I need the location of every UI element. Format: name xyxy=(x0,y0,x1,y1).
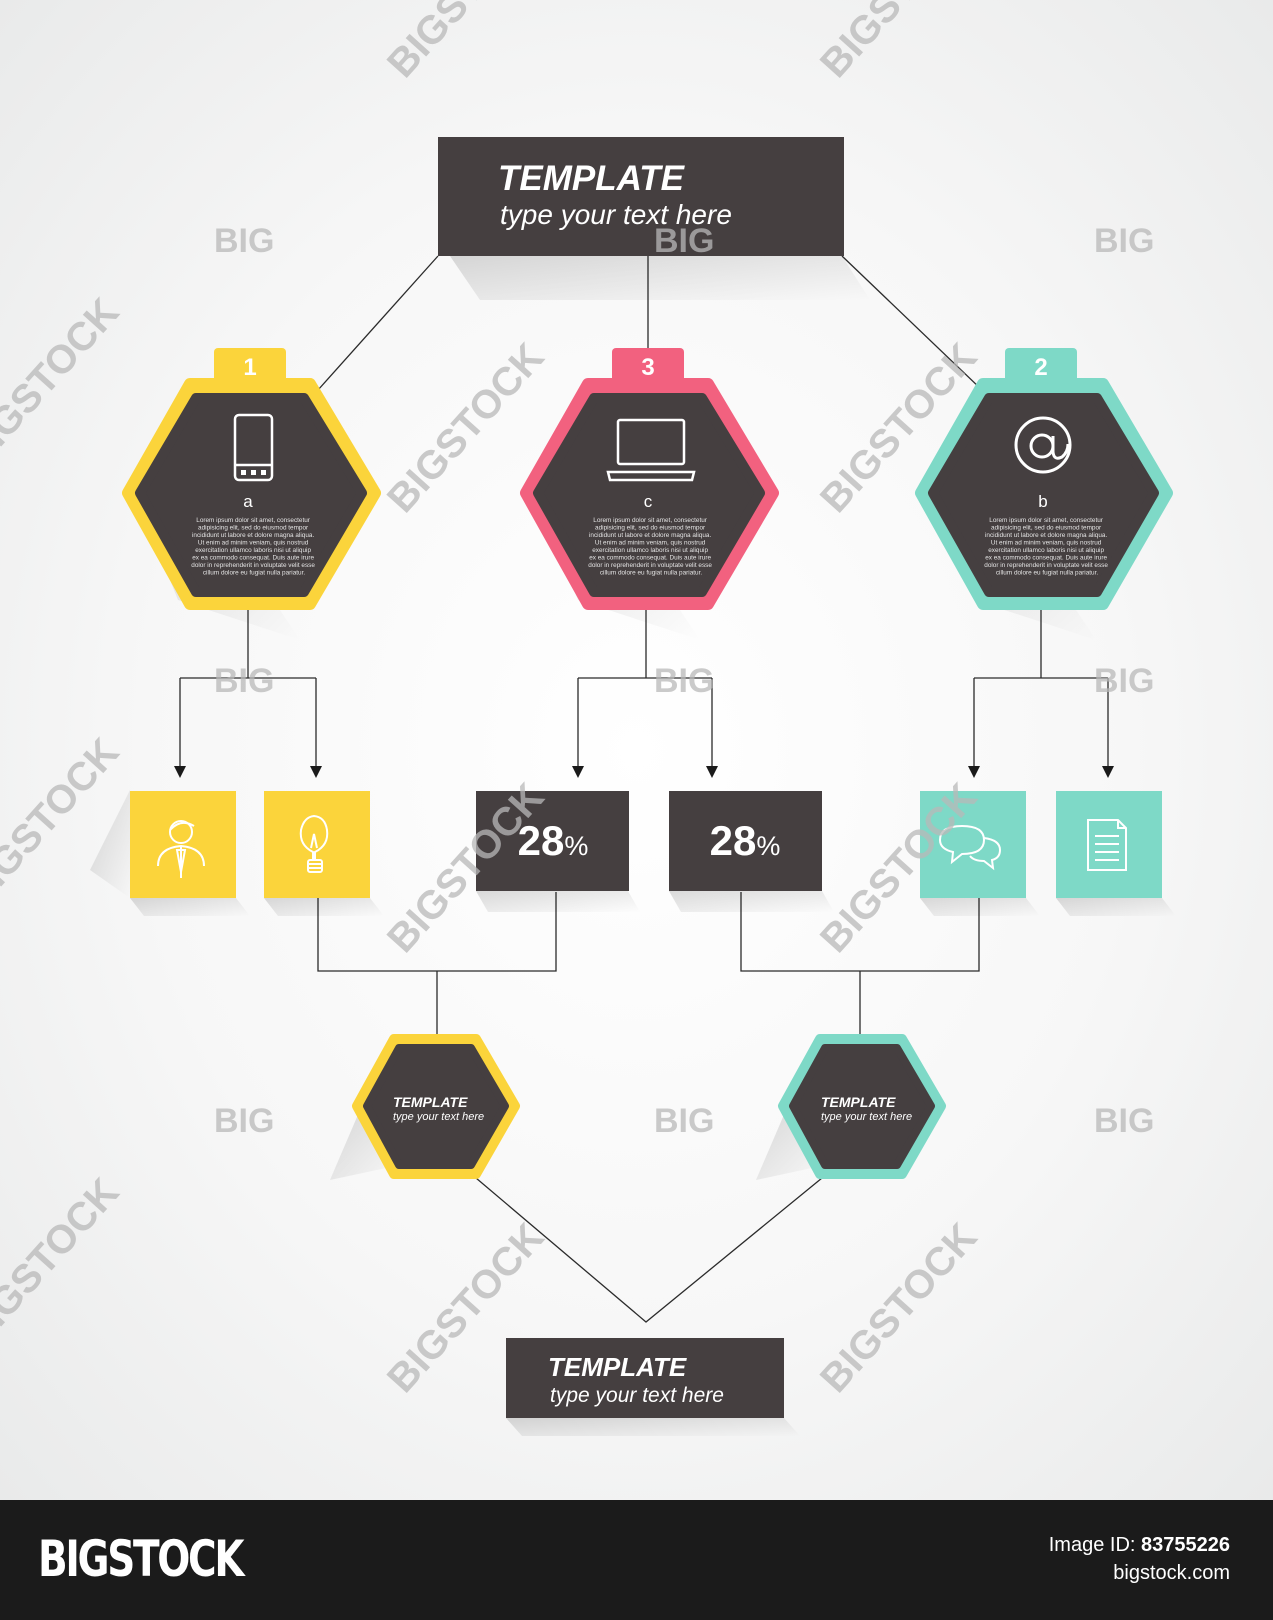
node-letter: b xyxy=(1038,492,1047,511)
top-box-subtitle: type your text here xyxy=(500,199,732,230)
smartphone-icon xyxy=(233,413,274,482)
watermark-big: BIG xyxy=(214,1102,274,1140)
percent-value: 28 xyxy=(518,817,565,864)
watermark-big: BIG xyxy=(654,222,714,260)
flowchart-canvas: TEMPLATE type your text here 1 a Lorem i… xyxy=(0,0,1273,1500)
bottom-box-title: TEMPLATE xyxy=(548,1352,687,1382)
watermark-big: BIG xyxy=(214,662,274,700)
businessman-icon xyxy=(157,820,205,878)
top-template-box: TEMPLATE type your text here xyxy=(438,137,870,300)
tile-percent-2: 28% xyxy=(669,791,834,912)
bottom-template-box: TEMPLATE type your text here xyxy=(506,1338,800,1436)
node-number-badge: 2 xyxy=(1034,354,1047,381)
at-sign-icon xyxy=(1014,416,1072,474)
small-hex-subtitle: type your text here xyxy=(393,1111,484,1123)
hexagon-node-3: 3 c Lorem ipsum dolor sit amet, consecte… xyxy=(520,348,779,640)
node-number-badge: 1 xyxy=(243,354,256,381)
node-number-badge: 3 xyxy=(641,354,654,381)
small-hex-title: TEMPLATE xyxy=(393,1094,468,1110)
watermark-big: BIG xyxy=(214,222,274,260)
hexagon-node-1: 1 a Lorem ipsum dolor sit amet, consecte… xyxy=(122,348,381,640)
svg-text:28%: 28% xyxy=(518,817,589,864)
footer-bar: BIGSTOCK Image ID: 83755226 bigstock.com xyxy=(0,1500,1273,1620)
node-body-text: Lorem ipsum dolor sit amet, consectetur … xyxy=(191,517,316,577)
bigstock-logo: BIGSTOCK xyxy=(38,1530,245,1588)
node-letter: c xyxy=(644,492,653,511)
node-body-text: Lorem ipsum dolor sit amet, consectetur … xyxy=(984,517,1109,577)
site-link[interactable]: bigstock.com xyxy=(1113,1562,1230,1584)
arrowheads xyxy=(174,766,1114,778)
percent-unit: % xyxy=(564,831,588,861)
document-icon xyxy=(1087,819,1127,871)
watermark-big: BIG xyxy=(654,662,714,700)
watermark-big: BIG xyxy=(1094,222,1154,260)
watermark-bigstock: BIGSTOCK xyxy=(379,0,553,86)
watermark-bigstock: BIGSTOCK xyxy=(812,1215,986,1401)
watermark-bigstock: BIGSTOCK xyxy=(0,730,128,916)
watermark-big: BIG xyxy=(1094,662,1154,700)
flowchart-diagram: TEMPLATE type your text here 1 a Lorem i… xyxy=(0,0,1176,1436)
percent-unit: % xyxy=(756,831,780,861)
tile-chat xyxy=(920,791,1040,916)
watermark-bigstock: BIGSTOCK xyxy=(812,0,986,86)
tile-businessman xyxy=(90,790,250,916)
node-letter: a xyxy=(243,492,253,511)
tile-percent-1: 28% xyxy=(476,791,640,912)
small-hexagon-right: TEMPLATE type your text here xyxy=(756,1034,946,1180)
laptop-icon xyxy=(606,418,696,482)
watermark-big: BIG xyxy=(654,1102,714,1140)
small-hex-subtitle: type your text here xyxy=(821,1111,912,1123)
top-box-title: TEMPLATE xyxy=(498,159,686,198)
image-id-label: Image ID: xyxy=(1048,1534,1136,1556)
watermark-bigstock: BIGSTOCK xyxy=(0,1170,128,1356)
tile-lightbulb xyxy=(264,791,384,916)
small-hex-title: TEMPLATE xyxy=(821,1094,896,1110)
bottom-box-subtitle: type your text here xyxy=(550,1384,724,1407)
watermark-big: BIG xyxy=(1094,1102,1154,1140)
percent-value: 28 xyxy=(710,817,757,864)
tile-document xyxy=(1056,791,1176,916)
svg-text:28%: 28% xyxy=(710,817,781,864)
image-id-value: 83755226 xyxy=(1141,1534,1230,1556)
node-body-text: Lorem ipsum dolor sit amet, consectetur … xyxy=(588,517,713,577)
watermark-bigstock: BIGSTOCK xyxy=(0,290,128,476)
hexagon-node-2: 2 b Lorem ipsum dolor sit amet, consecte… xyxy=(915,348,1173,640)
chat-bubbles-icon xyxy=(938,824,1002,871)
small-hexagon-left: TEMPLATE type your text here xyxy=(330,1034,520,1180)
image-id: Image ID: 83755226 xyxy=(1049,1534,1230,1557)
lightbulb-icon xyxy=(299,814,329,873)
